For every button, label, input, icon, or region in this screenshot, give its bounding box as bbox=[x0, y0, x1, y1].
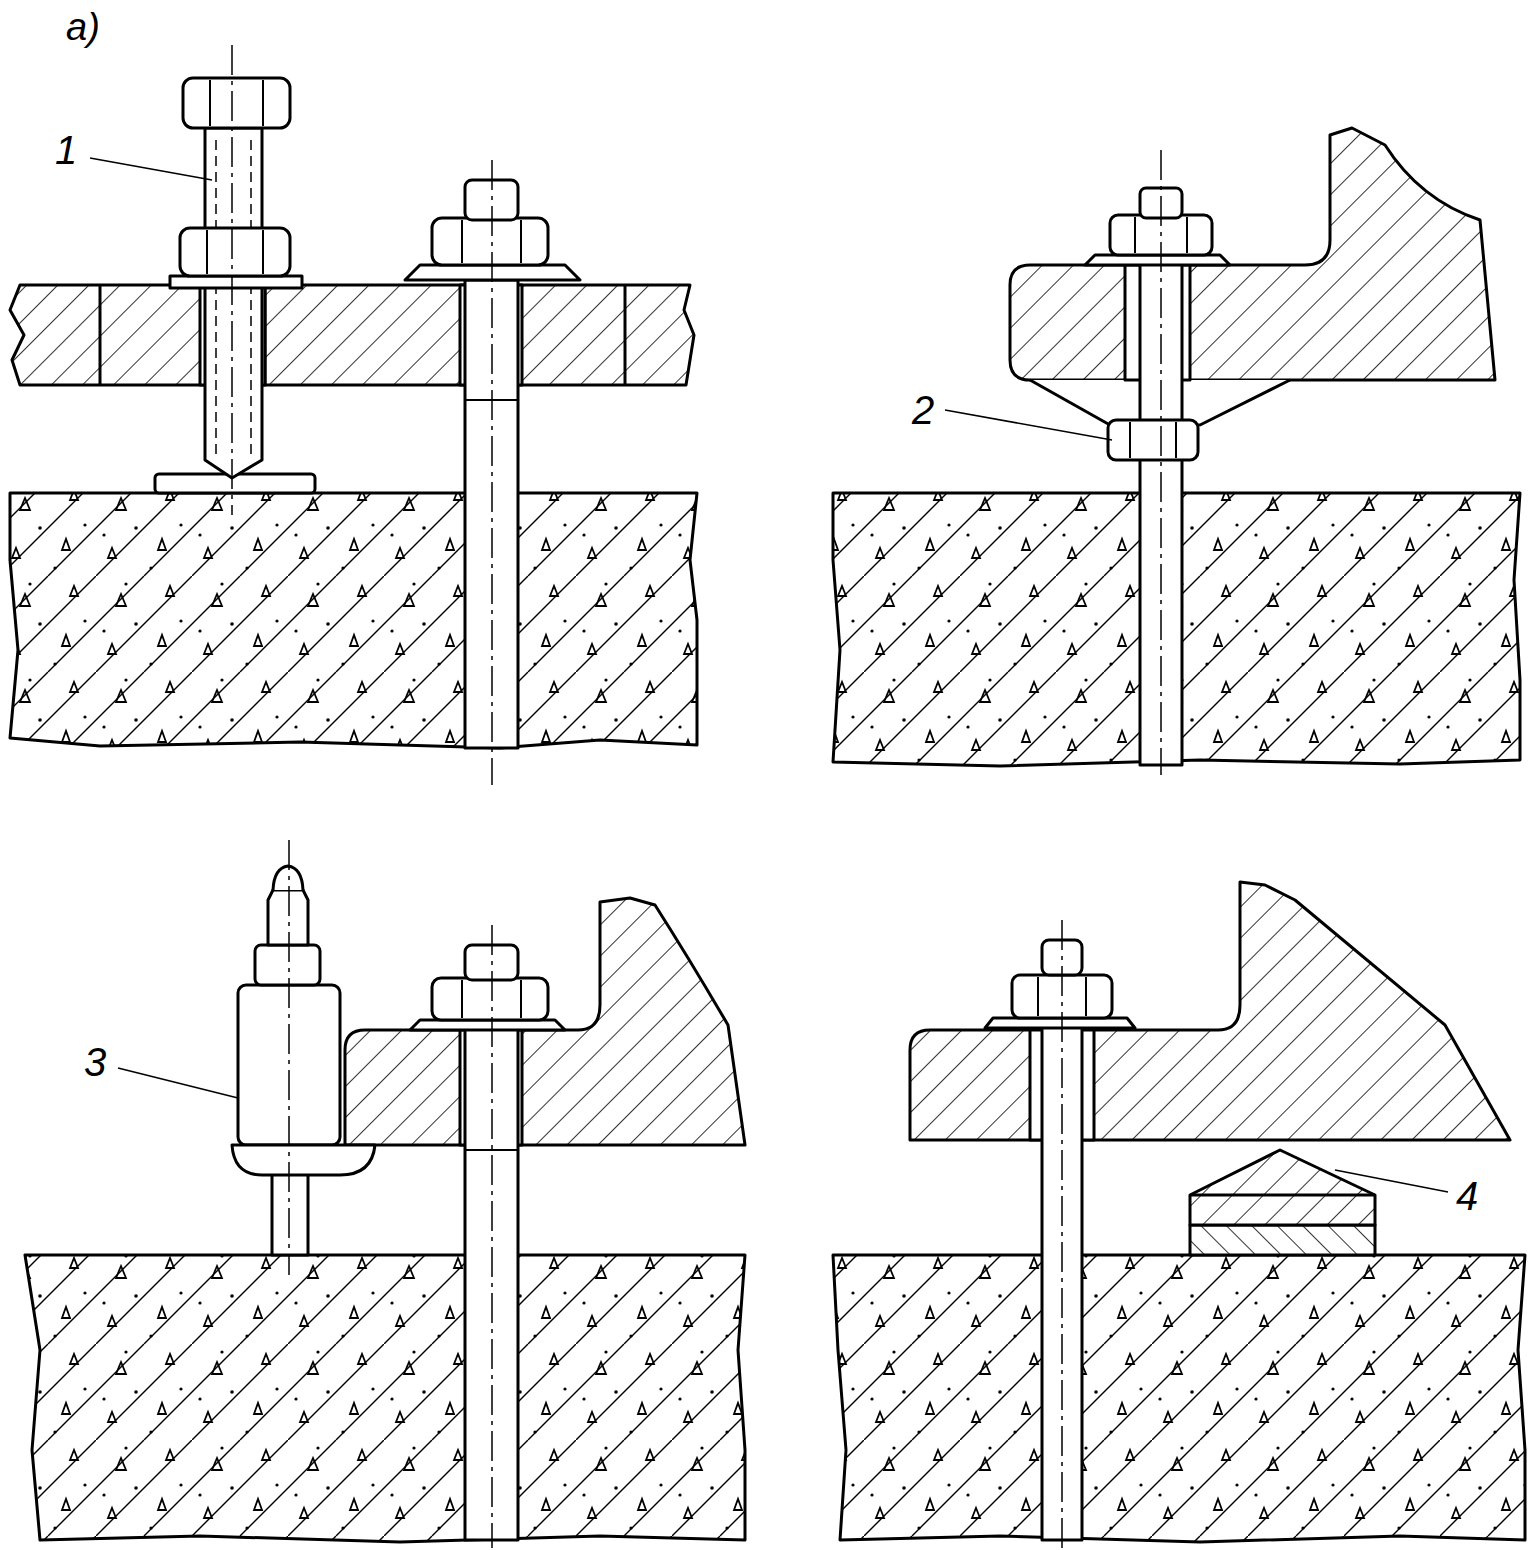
callout-number: 1 bbox=[55, 130, 77, 170]
callout-number: 3 bbox=[84, 1042, 106, 1082]
callout-number: 2 bbox=[912, 390, 934, 430]
callout-number: 4 bbox=[1456, 1176, 1478, 1216]
panel-label: a) bbox=[66, 8, 100, 46]
